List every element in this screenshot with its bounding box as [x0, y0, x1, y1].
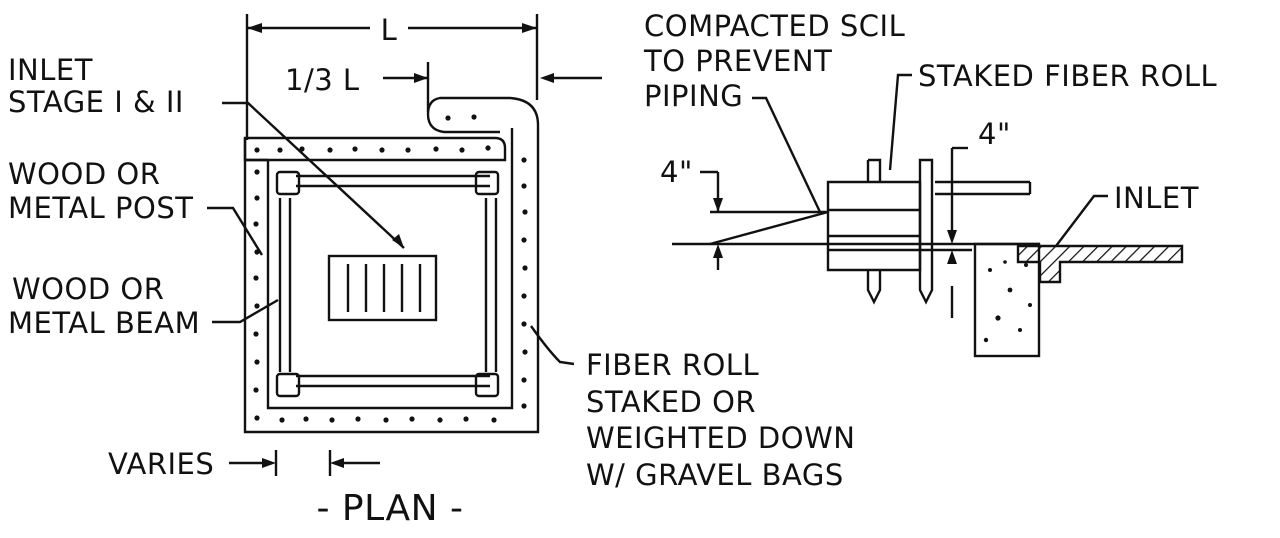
staked-fiber-roll-label: STAKED FIBER ROLL	[918, 59, 1217, 93]
fiber-roll-label-line1: FIBER ROLL	[586, 348, 759, 382]
inlet-structure	[973, 242, 1184, 358]
beam-label: WOOD OR METAL BEAM	[8, 272, 200, 340]
inlet-section-label: INLET	[1114, 181, 1199, 215]
inlet-grate	[327, 254, 438, 322]
beam-label-line1: WOOD OR	[12, 272, 164, 306]
fiber-roll-plan	[243, 96, 540, 434]
plan-title: - PLAN -	[316, 488, 463, 529]
fiber-roll-label: FIBER ROLL STAKED OR WEIGHTED DOWN W/ GR…	[586, 348, 855, 492]
stakes	[866, 158, 934, 305]
frame-beams	[278, 174, 498, 388]
dimension-right-4in	[950, 146, 968, 318]
fiber-roll-dots	[253, 114, 528, 423]
dimension-l	[245, 14, 539, 140]
fiber-roll-label-line2: STAKED OR	[586, 385, 756, 419]
compacted-soil-label: COMPACTED SCIL TO PREVENT PIPING	[643, 9, 905, 113]
dimension-right-arrowheads	[947, 230, 957, 264]
beam-label-line2: METAL BEAM	[8, 306, 200, 340]
compacted-soil-label-line2: TO PREVENT	[643, 44, 832, 78]
frame-posts	[275, 170, 500, 398]
dimension-left-arrowheads	[713, 198, 723, 258]
fiber-roll-label-line4: W/ GRAVEL BAGS	[586, 458, 844, 492]
fiber-roll-section	[826, 180, 1032, 272]
section-view: 4" 4" COMPACTED SCIL TO PREVENT PIPING S…	[643, 9, 1217, 358]
compacted-soil-label-line3: PIPING	[644, 79, 743, 113]
post-label-line1: WOOD OR	[8, 157, 160, 191]
varies-label: VARIES	[108, 447, 214, 481]
plan-arrowheads	[262, 234, 404, 468]
dimension-third-l-label: 1/3 L	[285, 63, 360, 97]
dimension-left-label: 4"	[660, 155, 693, 189]
inlet-stage-label-line1: INLET	[8, 53, 93, 87]
post-label-line2: METAL POST	[8, 191, 193, 225]
inlet-stage-label: INLET STAGE I & II	[8, 53, 184, 119]
ground-line	[672, 210, 1040, 246]
fiber-roll-label-line3: WEIGHTED DOWN	[586, 421, 855, 455]
inlet-stage-label-line2: STAGE I & II	[8, 85, 184, 119]
dimension-l-label: L	[381, 13, 398, 47]
post-label: WOOD OR METAL POST	[8, 157, 193, 225]
dimension-third-l	[383, 62, 602, 112]
dimension-right-label: 4"	[978, 117, 1011, 151]
plan-view: L 1/3 L	[8, 13, 855, 529]
compacted-soil-label-line1: COMPACTED SCIL	[644, 9, 905, 43]
section-leaders	[752, 73, 1108, 247]
